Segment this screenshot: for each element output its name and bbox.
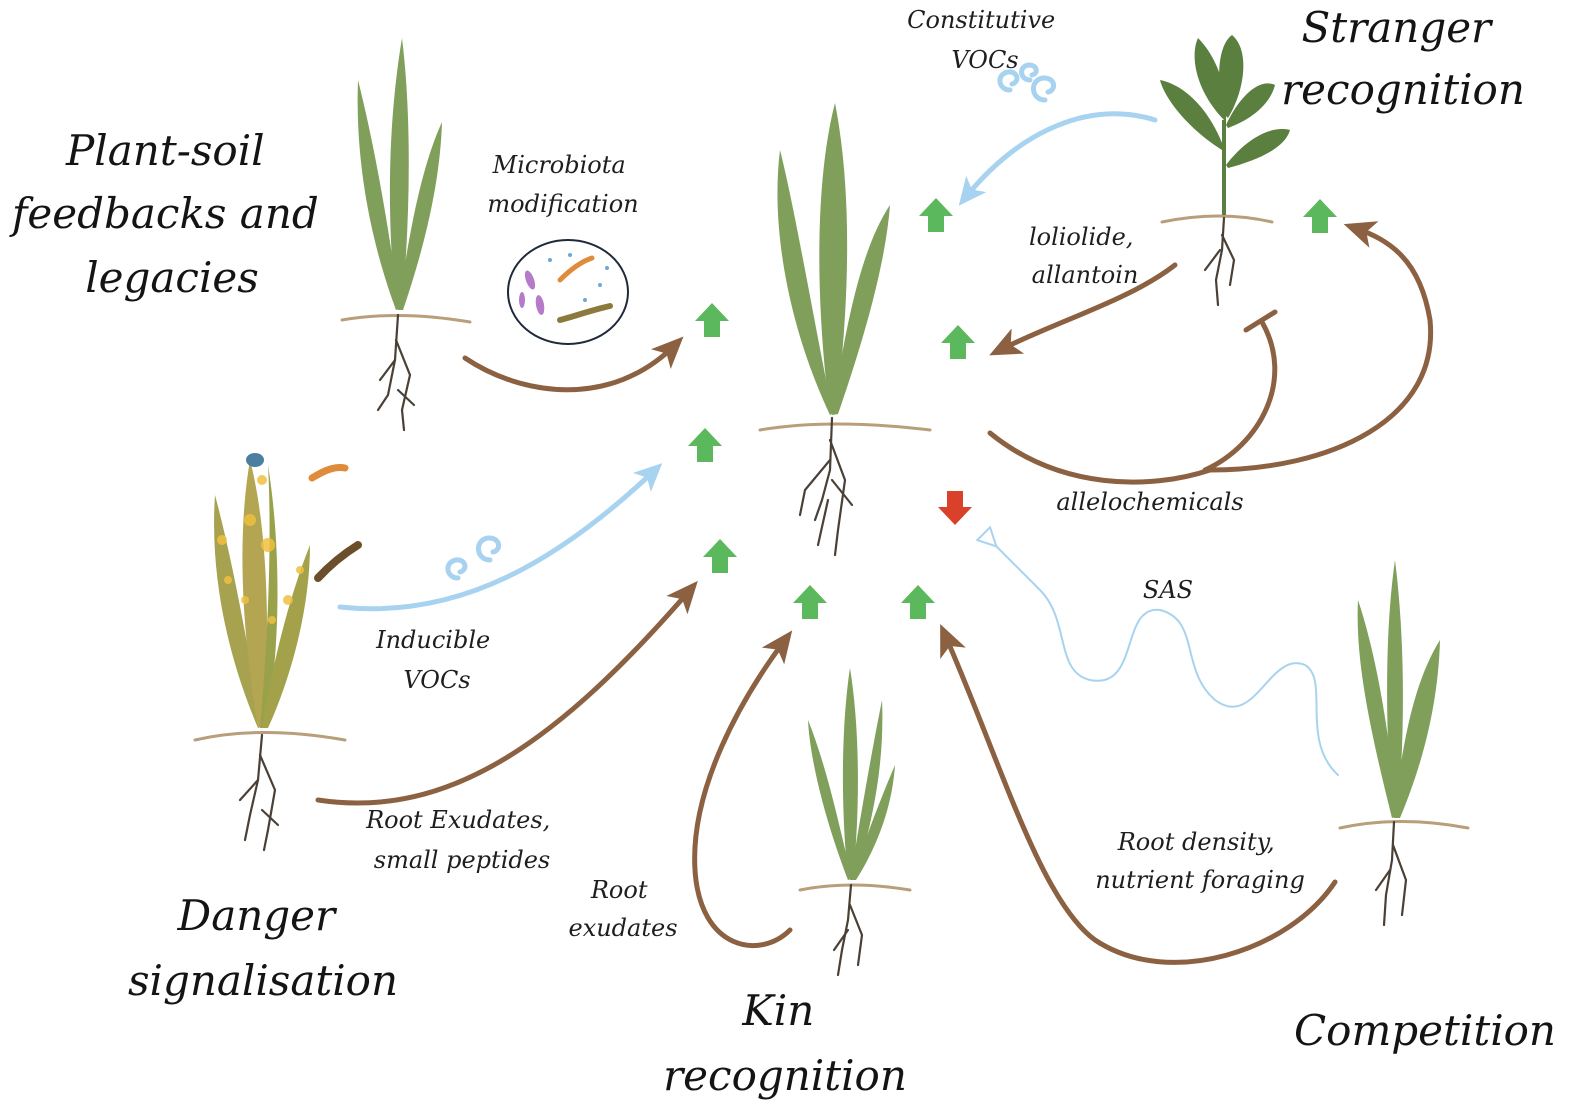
damage-spots xyxy=(217,475,304,624)
roots xyxy=(1203,216,1236,307)
leaf xyxy=(357,80,400,310)
microbiota-arrow xyxy=(462,336,684,393)
leaf xyxy=(242,460,268,728)
allelochemicals-return-arrow xyxy=(1207,221,1434,473)
roots xyxy=(1374,820,1408,927)
leaf xyxy=(260,465,278,728)
roots xyxy=(832,883,864,977)
up-arrow-icon xyxy=(703,539,737,573)
voc-swirl-icon xyxy=(445,535,502,581)
loliolide-label: loliolide, allantoin xyxy=(1029,223,1141,289)
leaf xyxy=(1357,600,1397,818)
root-density-arrow xyxy=(940,624,1338,965)
stranger-plant xyxy=(1160,35,1290,307)
up-arrow-icon xyxy=(793,585,827,619)
allelochemicals-label: allelochemicals xyxy=(1056,488,1243,516)
loliolide-arrow xyxy=(989,262,1178,356)
leaf xyxy=(1226,83,1275,128)
leaf xyxy=(1219,35,1244,118)
fungus-icon xyxy=(314,541,362,582)
kin-root-exudates-arrow xyxy=(692,630,793,948)
roots xyxy=(238,733,280,852)
bacterium-icon xyxy=(308,464,349,482)
up-arrow-icon xyxy=(919,198,953,232)
stem xyxy=(1222,120,1226,215)
sas-arrow xyxy=(995,545,1339,776)
root-density-label: Root density, nutrient foraging xyxy=(1095,828,1305,894)
leaf xyxy=(832,205,890,415)
leaf xyxy=(808,720,852,880)
up-arrow-icon xyxy=(688,428,722,462)
soil-line xyxy=(340,313,472,324)
plant-soil-title: Plant-soil feedbacks and legacies xyxy=(9,126,332,302)
sas-label: SAS xyxy=(1143,576,1193,604)
leaf xyxy=(819,103,848,415)
soil-line xyxy=(798,883,912,892)
leaf xyxy=(1194,38,1227,120)
up-arrow-icon xyxy=(901,585,935,619)
root-exudates-peptides-arrow xyxy=(315,580,698,806)
allelochemicals-arrow xyxy=(987,430,1213,485)
leaf xyxy=(1387,560,1403,818)
competition-plant xyxy=(1338,560,1470,927)
kin-plant xyxy=(798,668,912,977)
stranger-title: Stranger recognition xyxy=(1281,3,1525,114)
roots xyxy=(798,416,854,557)
soil-line xyxy=(1338,820,1470,830)
up-arrow-icon xyxy=(695,303,729,337)
down-arrow-icon xyxy=(938,491,972,525)
roots xyxy=(376,313,416,432)
soil-line xyxy=(1160,214,1274,224)
leaf xyxy=(842,668,858,880)
competition-title: Competition xyxy=(1294,1006,1556,1055)
central-plant xyxy=(758,103,932,557)
root-exudates-peptides-label: Root Exudates, small peptides xyxy=(365,806,558,874)
leaf xyxy=(262,545,310,728)
danger-title: Danger signalisation xyxy=(128,891,398,1005)
constitutive-vocs-label: Constitutive VOCs xyxy=(907,6,1063,74)
leaf xyxy=(1394,640,1440,818)
voc-swirl-icon xyxy=(997,62,1057,103)
leaf xyxy=(851,765,895,880)
leaf xyxy=(389,38,409,310)
up-arrow-icon xyxy=(1303,199,1337,233)
soil-line xyxy=(193,731,347,742)
danger-plant xyxy=(193,453,362,852)
leaf xyxy=(398,122,442,310)
kin-title: Kin recognition xyxy=(663,986,907,1100)
up-arrow-icon xyxy=(941,325,975,359)
leaf xyxy=(850,700,883,880)
insect-icon xyxy=(246,453,264,467)
leaf xyxy=(1160,80,1224,150)
microbiota-icon xyxy=(507,239,629,345)
inhibition-bar xyxy=(1243,309,1278,333)
plant-soil-plant xyxy=(340,38,472,432)
allelochemicals-block xyxy=(1202,319,1278,473)
root-exudates-label: Root exudates xyxy=(568,876,677,942)
microbiota-label: Microbiota modification xyxy=(487,151,638,218)
soil-line xyxy=(758,422,932,432)
leaf xyxy=(777,150,832,415)
leaf xyxy=(1226,129,1290,168)
constitutive-vocs-arrow xyxy=(958,111,1158,206)
inducible-vocs-label: Inducible VOCs xyxy=(375,626,498,694)
inducible-vocs-arrow xyxy=(337,463,663,612)
